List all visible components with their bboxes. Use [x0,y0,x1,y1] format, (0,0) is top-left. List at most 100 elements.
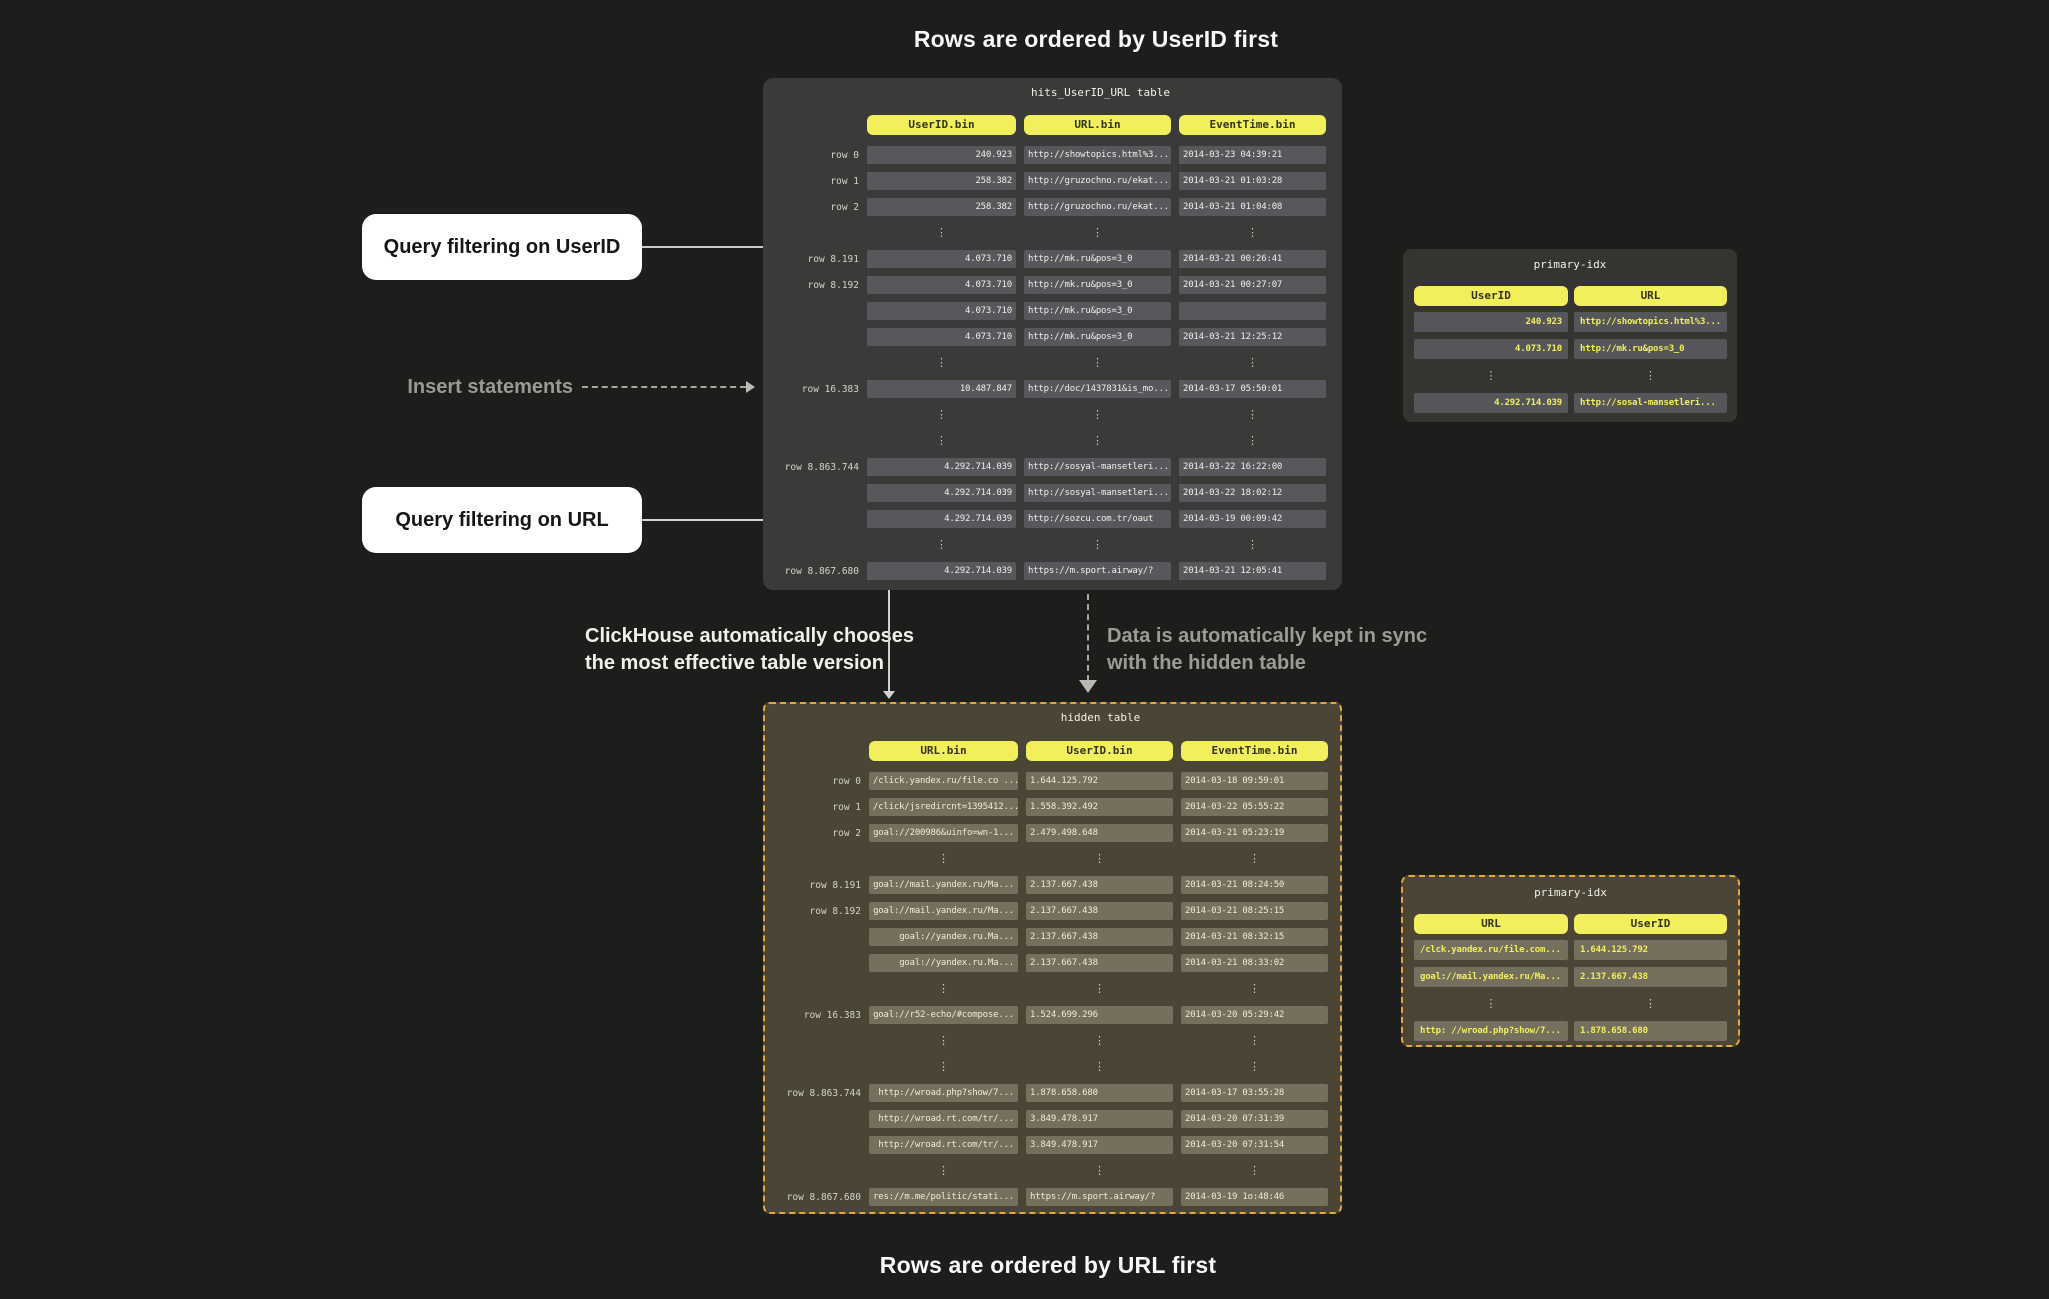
table-cell: 2014-03-22 16:22:00 [1179,458,1326,476]
column-header: EventTime.bin [1179,115,1326,135]
row-label: row 8.867.680 [786,1191,861,1203]
ellipsis-dots: ⋮ [938,982,949,995]
ellipsis-dots: ⋮ [1249,1060,1260,1073]
table-cell: 4.292.714.039 [867,458,1016,476]
table-cell: http://mk.ru&pos=3_0 [1024,328,1171,346]
ellipsis-dots: ⋮ [1485,996,1497,1010]
table-body: row 0/click.yandex.ru/file.co ...1.644.1… [775,768,1328,1210]
ellipsis-dots: ⋮ [1247,434,1258,447]
ellipsis-dots: ⋮ [1092,408,1103,421]
table-cell: 2.137.667.438 [1574,966,1727,987]
table-cell: http://mk.ru&pos=3_0 [1574,338,1727,359]
ellipsis-dots: ⋮ [1645,368,1656,382]
ellipsis-row: ⋮⋮⋮ [773,428,1326,454]
table-cell: /click/jsredircnt=1395412... [869,798,1018,816]
table-row: 4.073.710 http://mk.ru&pos=3_0 [1414,335,1727,362]
table-cell: 2.137.667.438 [1026,902,1173,920]
column-header: URL.bin [1024,115,1171,135]
table-cell: http://wroad.rt.com/tr/... [869,1136,1018,1154]
table-row: /clck.yandex.ru/file.com...1.644.125.792 [1414,936,1727,963]
query-url-elbow-vertical [888,519,890,692]
table-cell: 1.644.125.792 [1026,772,1173,790]
table-cell: https://m.sport.airway/? [1026,1188,1173,1206]
table-cell: 2014-03-21 08:25:15 [1181,902,1328,920]
ellipsis-dots: ⋮ [938,1034,949,1047]
row-label: row 0 [830,149,859,161]
table-row: http: //wroad.php?show/7...1.878.658.680 [1414,1017,1727,1044]
table-cell: 2014-03-20 07:31:39 [1181,1110,1328,1128]
ellipsis-dots: ⋮ [936,538,947,551]
ellipsis-dots: ⋮ [1485,368,1497,382]
query-filtering-url-label: Query filtering on URL [395,508,609,531]
ellipsis-dots: ⋮ [1249,852,1260,865]
table-cell: 2014-03-17 05:50:01 [1179,380,1326,398]
ellipsis-dots: ⋮ [1247,226,1258,239]
row-label: row 8.863.744 [784,461,859,473]
row-label: row 2 [830,201,859,213]
row-label: row 1 [830,175,859,187]
table-cell: http://showtopics.html%3... [1024,146,1171,164]
table-cell: http://gruzochno.ru/ekat... [1024,198,1171,216]
row-label: row 16.383 [803,1009,861,1021]
kept-in-sync-line1: Data is automatically kept in sync [1107,625,1428,647]
arrow-down-icon [1079,680,1097,693]
column-header: URL.bin [869,741,1018,761]
table-cell: 1.524.699.296 [1026,1006,1173,1024]
ellipsis-dots: ⋮ [936,408,947,421]
table-cell: 4.292.714.039 [867,510,1016,528]
table-cell: 2014-03-17 03:55:28 [1181,1084,1328,1102]
query-userid-arrow-line [642,246,776,248]
ellipsis-row: ⋮ ⋮ ⋮ [775,976,1328,1002]
ellipsis-row: ⋮⋮⋮ [773,532,1326,558]
kept-in-sync-text: Data is automatically kept in sync with … [1107,623,1427,677]
table-cell: 3.849.478.917 [1026,1110,1173,1128]
table-cell: goal://mail.yandex.ru/Ma... [1414,966,1568,987]
table-cell: 4.073.710 [1414,338,1568,359]
ellipsis-dots: ⋮ [936,434,947,447]
auto-choose-line2: the most effective table version [585,652,884,674]
table-cell: 2014-03-21 05:23:19 [1181,824,1328,842]
table-cell: 4.073.710 [867,328,1016,346]
column-header: UserID.bin [1026,741,1173,761]
ellipsis-dots: ⋮ [936,226,947,239]
table-cell: 4.073.710 [867,250,1016,268]
table-cell: 2014-03-19 00:09:42 [1179,510,1326,528]
table-cell: 2014-03-19 1o:48:46 [1181,1188,1328,1206]
table-cell: 1.644.125.792 [1574,939,1727,960]
ellipsis-dots: ⋮ [938,1164,949,1177]
table-cell: 3.849.478.917 [1026,1136,1173,1154]
table-body: /clck.yandex.ru/file.com...1.644.125.792… [1414,936,1727,1044]
insert-statements-arrow-line [582,386,746,388]
table-cell: /click.yandex.ru/file.co ... [869,772,1018,790]
ellipsis-dots: ⋮ [1094,982,1105,995]
ellipsis-dots: ⋮ [1249,982,1260,995]
ellipsis-dots: ⋮ [1092,538,1103,551]
table-cell: 2014-03-18 09:59:01 [1181,772,1328,790]
ellipsis-dots: ⋮ [1092,356,1103,369]
table-cell: 2014-03-20 05:29:42 [1181,1006,1328,1024]
ellipsis-row: ⋮⋮⋮ [773,350,1326,376]
ellipsis-row: ⋮⋮⋮ [775,1158,1328,1184]
table-cell: 258.382 [867,198,1016,216]
auto-choose-text: ClickHouse automatically chooses the mos… [585,623,914,677]
table-cell: goal://200986&uinfo=wn-1... [869,824,1018,842]
table-cell: 258.382 [867,172,1016,190]
query-filtering-url-box: Query filtering on URL [362,487,642,553]
